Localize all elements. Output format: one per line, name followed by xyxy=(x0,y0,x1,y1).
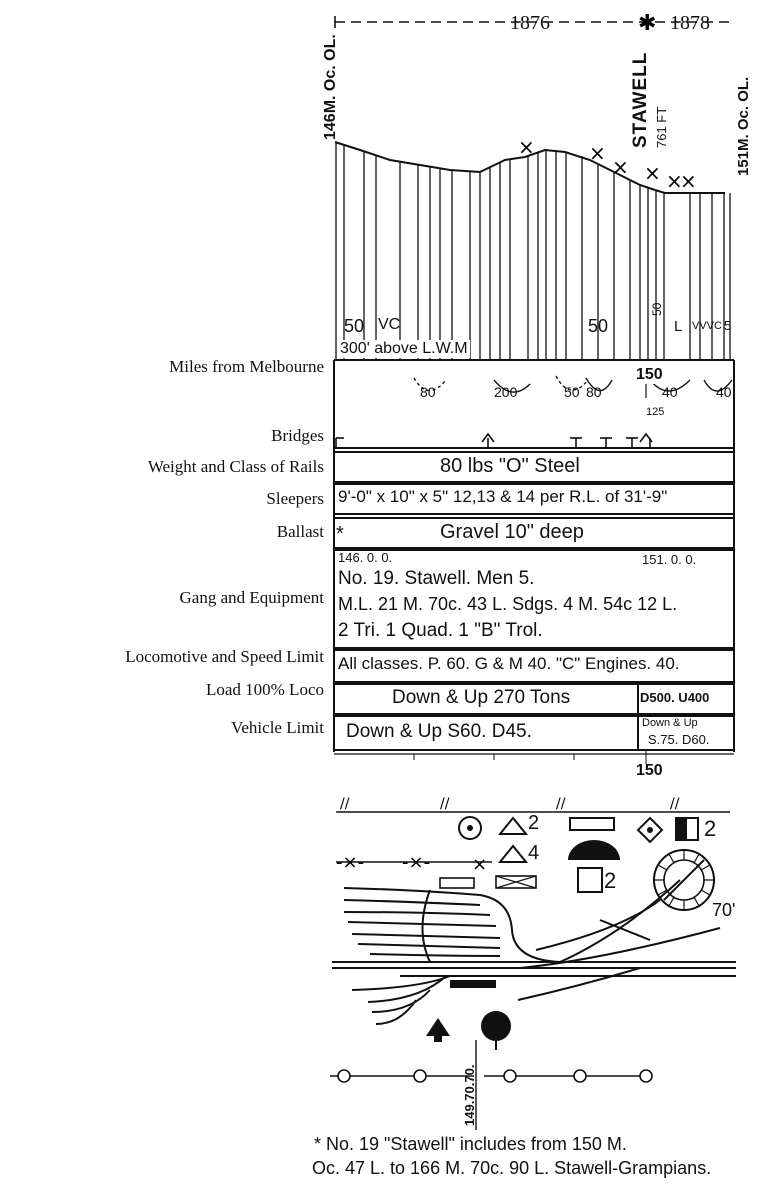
curve-40-b: 40 xyxy=(716,384,732,400)
ballast-value: Gravel 10" deep xyxy=(440,521,584,543)
svg-text:×: × xyxy=(518,135,535,159)
rect-icon xyxy=(569,817,615,831)
curve-80-a: 80 xyxy=(420,384,436,400)
profile-diagram: ✱ × × xyxy=(333,11,735,764)
half-square-count: 2 xyxy=(704,816,717,841)
svg-text:×: × xyxy=(472,854,487,875)
loco-value: All classes. P. 60. G & M 40. "C" Engine… xyxy=(338,654,680,673)
curve-80-b: 80 xyxy=(586,384,602,400)
curve-200: 200 xyxy=(494,384,518,400)
label-miles: Miles from Melbourne xyxy=(169,357,324,376)
diamond-icon xyxy=(636,816,664,844)
year-end: 1878 xyxy=(670,12,710,34)
curve-40-a: 40 xyxy=(662,384,678,400)
left-mileage: 146M. Oc. OL. xyxy=(322,34,339,140)
gradient-left: 50 xyxy=(344,316,365,336)
miles-marker: 150 xyxy=(636,366,663,384)
gradient-left-vc: VC xyxy=(378,316,401,333)
curve-125: 125 xyxy=(646,406,665,418)
label-gang: Gang and Equipment xyxy=(179,588,324,607)
gang-line-1: No. 19. Stawell. Men 5. xyxy=(338,568,535,589)
gradient-right-vc: VVVC xyxy=(692,320,722,332)
ballast-mark: * xyxy=(336,523,344,545)
load-value: Down & Up 270 Tons xyxy=(392,687,571,708)
gang-end: 151. 0. 0. xyxy=(642,552,697,567)
circle-dot-icon xyxy=(458,816,482,840)
svg-text:-×-: -×- xyxy=(336,852,364,873)
triangle-icon-2 xyxy=(497,844,529,863)
bottom-scale-150: 150 xyxy=(636,762,663,779)
svg-text:×: × xyxy=(666,169,683,193)
quad-count: 4 xyxy=(528,842,540,864)
label-loco: Locomotive and Speed Limit xyxy=(125,647,324,666)
gradient-right-v: 50 xyxy=(650,302,664,316)
star-marker: ✱ xyxy=(638,11,656,36)
station-name: STAWELL xyxy=(630,51,651,148)
turntable-icon xyxy=(653,849,715,911)
load-right: D500. U400 xyxy=(640,690,710,705)
vehicle-value: Down & Up S60. D45. xyxy=(346,721,532,742)
gradient-right-5: 5 xyxy=(724,318,732,333)
square-count: 2 xyxy=(604,868,617,893)
elevation-note: 300' above L.W.M xyxy=(338,340,470,358)
year-start: 1876 xyxy=(510,12,550,34)
gang-line-2: M.L. 21 M. 70c. 43 L. Sdgs. 4 M. 54c 12 … xyxy=(338,594,678,614)
svg-text:×: × xyxy=(589,141,606,165)
svg-text:×: × xyxy=(644,161,661,185)
elevation-profile xyxy=(334,141,725,194)
label-rails: Weight and Class of Rails xyxy=(147,457,324,476)
right-mileage: 151M. Oc. OL. xyxy=(735,76,752,176)
footnote-line-2: Oc. 47 L. to 166 M. 70c. 90 L. Stawell-G… xyxy=(312,1158,712,1178)
filled-triangle-icon xyxy=(426,1018,450,1036)
gang-line-3: 2 Tri. 1 Quad. 1 "B" Trol. xyxy=(338,620,543,641)
label-ballast: Ballast xyxy=(276,522,324,541)
svg-text:-×-: -×- xyxy=(402,852,430,873)
turntable-size: 70' xyxy=(712,900,736,920)
svg-text:×: × xyxy=(680,169,697,193)
gradient-right: L xyxy=(674,318,683,335)
plan-mileage: 149.70.70. xyxy=(462,1064,477,1126)
square-icon xyxy=(577,867,603,893)
svg-text:×: × xyxy=(612,155,629,179)
gradient-mid: 50 xyxy=(588,316,609,336)
gang-start: 146. 0. 0. xyxy=(338,550,393,565)
footnote-line-1: * No. 19 "Stawell" includes from 150 M. xyxy=(314,1134,627,1154)
label-sleepers: Sleepers xyxy=(266,489,324,508)
curve-50: 50 xyxy=(564,384,580,400)
filled-circle-icon xyxy=(481,1011,511,1041)
vehicle-right-2: S.75. D60. xyxy=(648,732,710,747)
tri-count: 2 xyxy=(528,812,540,834)
half-square-icon xyxy=(675,817,699,841)
rails-value: 80 lbs "O" Steel xyxy=(440,455,580,477)
label-vehicle: Vehicle Limit xyxy=(230,718,324,737)
vehicle-right-1: Down & Up xyxy=(642,717,698,729)
station-height: 761 FT xyxy=(654,106,669,148)
sleepers-value: 9'-0" x 10" x 5" 12,13 & 14 per R.L. of … xyxy=(338,487,668,506)
half-circle-icon xyxy=(568,840,620,860)
triangle-icon xyxy=(497,816,529,835)
label-bridges: Bridges xyxy=(271,426,324,445)
label-load: Load 100% Loco xyxy=(205,680,324,699)
